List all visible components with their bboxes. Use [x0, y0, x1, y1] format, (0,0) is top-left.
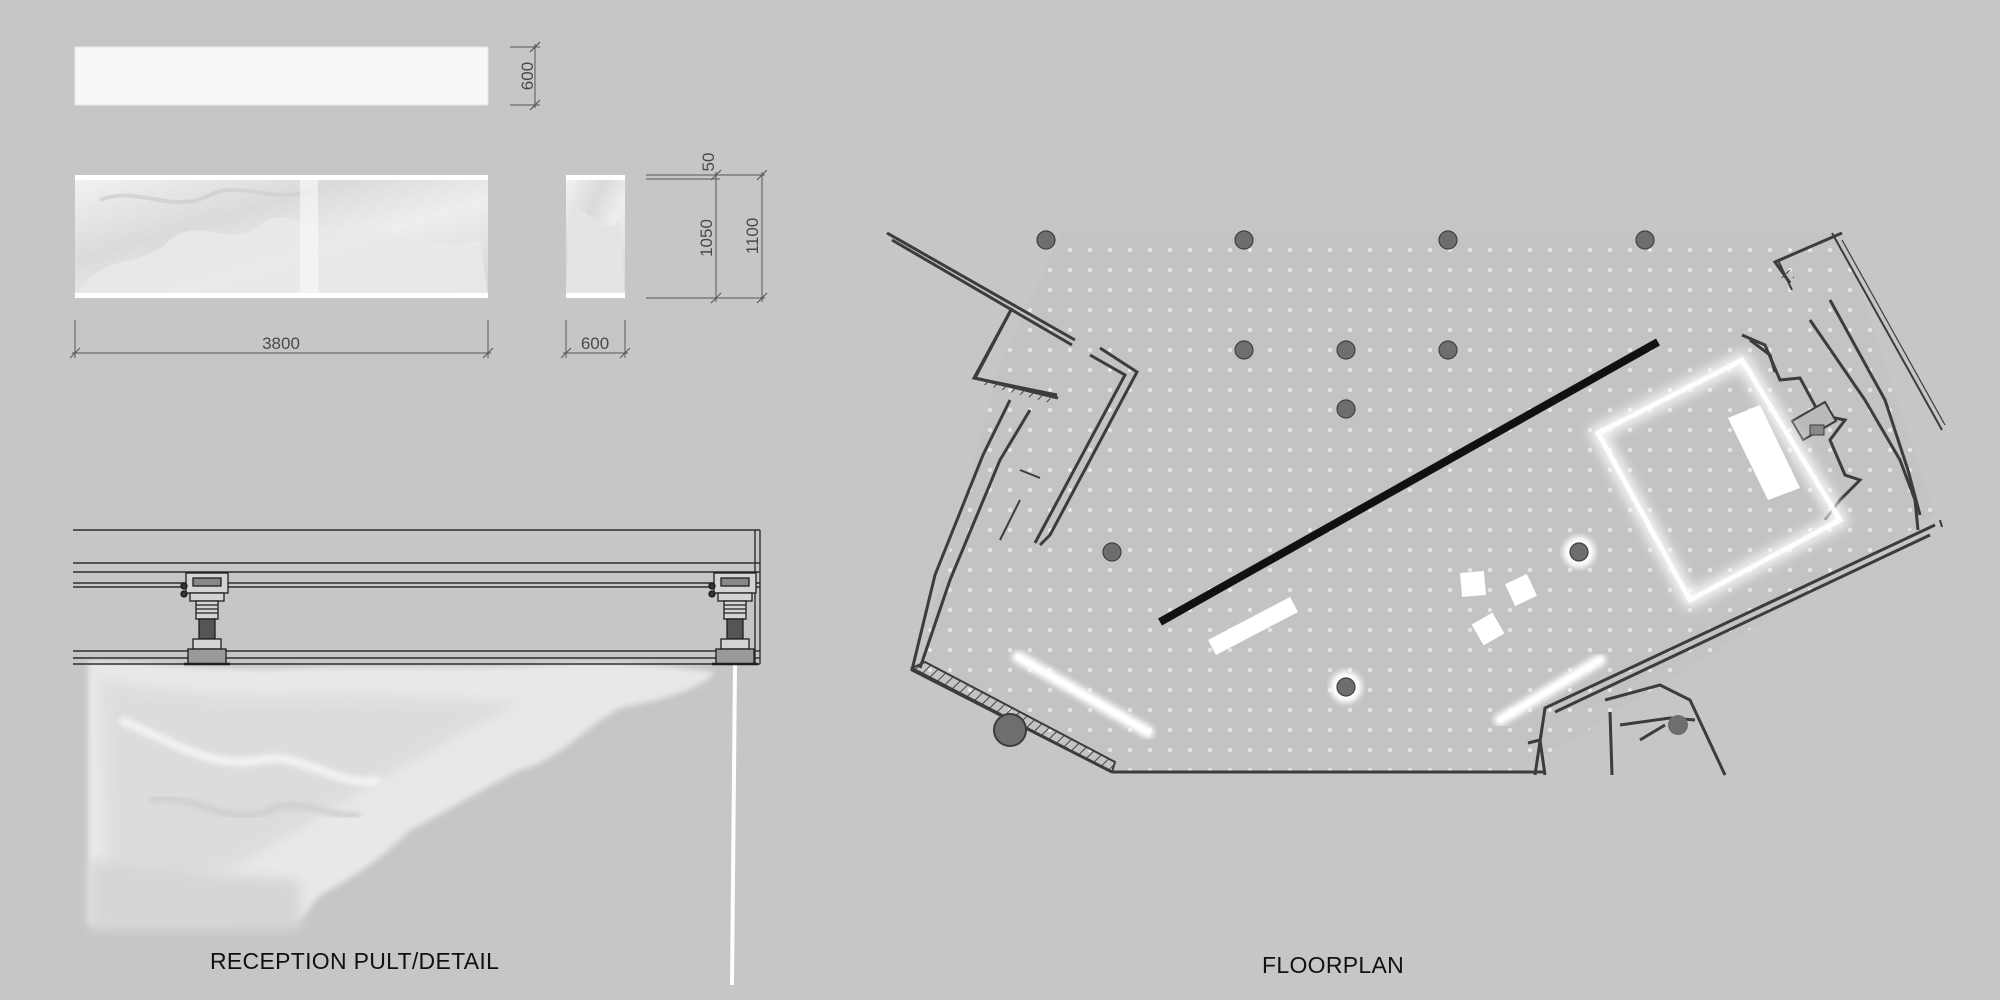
column-large-bottom-left — [993, 713, 1027, 747]
light-strips — [1012, 350, 1850, 767]
column-top-2 — [1234, 230, 1254, 250]
dimension-vertical-chain — [646, 169, 768, 304]
column-top-1 — [1036, 230, 1056, 250]
column-row2-1 — [1234, 340, 1254, 360]
dim-1050-label: 1050 — [697, 219, 716, 257]
dim-1100-label: 1100 — [743, 218, 762, 255]
dim-50-label: 50 — [699, 153, 718, 172]
caption-floorplan: FLOORPLAN — [1262, 952, 1405, 978]
column-left — [1102, 542, 1122, 562]
bottom-right-rooms — [1527, 683, 1727, 776]
furniture — [1208, 405, 1800, 655]
pult-section-detail — [73, 529, 761, 986]
floorplan — [886, 230, 1946, 776]
caption-reception-detail: RECEPTION PULT/DETAIL — [210, 948, 500, 974]
pult-front-elevation — [75, 175, 488, 298]
dimension-top-height: 600 — [510, 41, 541, 111]
lit-columns — [1330, 536, 1595, 703]
service-room-walls — [1741, 259, 1863, 521]
pult-side-elevation — [566, 175, 625, 298]
column-row2-3 — [1438, 340, 1458, 360]
column-bottom-right-room — [1668, 715, 1688, 735]
leveling-foot-right — [708, 572, 758, 666]
dim-3800-label: 3800 — [262, 334, 300, 353]
marble-cloud — [88, 661, 737, 986]
column-top-4 — [1635, 230, 1655, 250]
leveling-foot-left — [180, 572, 230, 666]
diagonal-divider-wall — [1158, 338, 1660, 626]
column-row2-2 — [1336, 340, 1356, 360]
pult-top-view — [74, 46, 489, 106]
dimension-front-width — [69, 320, 494, 359]
columns — [1036, 230, 1655, 562]
dim-600-top-label: 600 — [518, 62, 537, 90]
column-top-3 — [1438, 230, 1458, 250]
dim-600-side-label: 600 — [581, 334, 609, 353]
column-row3-1 — [1336, 399, 1356, 419]
dimension-side-width — [560, 320, 631, 359]
frame-rails — [73, 529, 761, 665]
outer-walls — [886, 231, 1946, 776]
left-room — [972, 307, 1059, 541]
